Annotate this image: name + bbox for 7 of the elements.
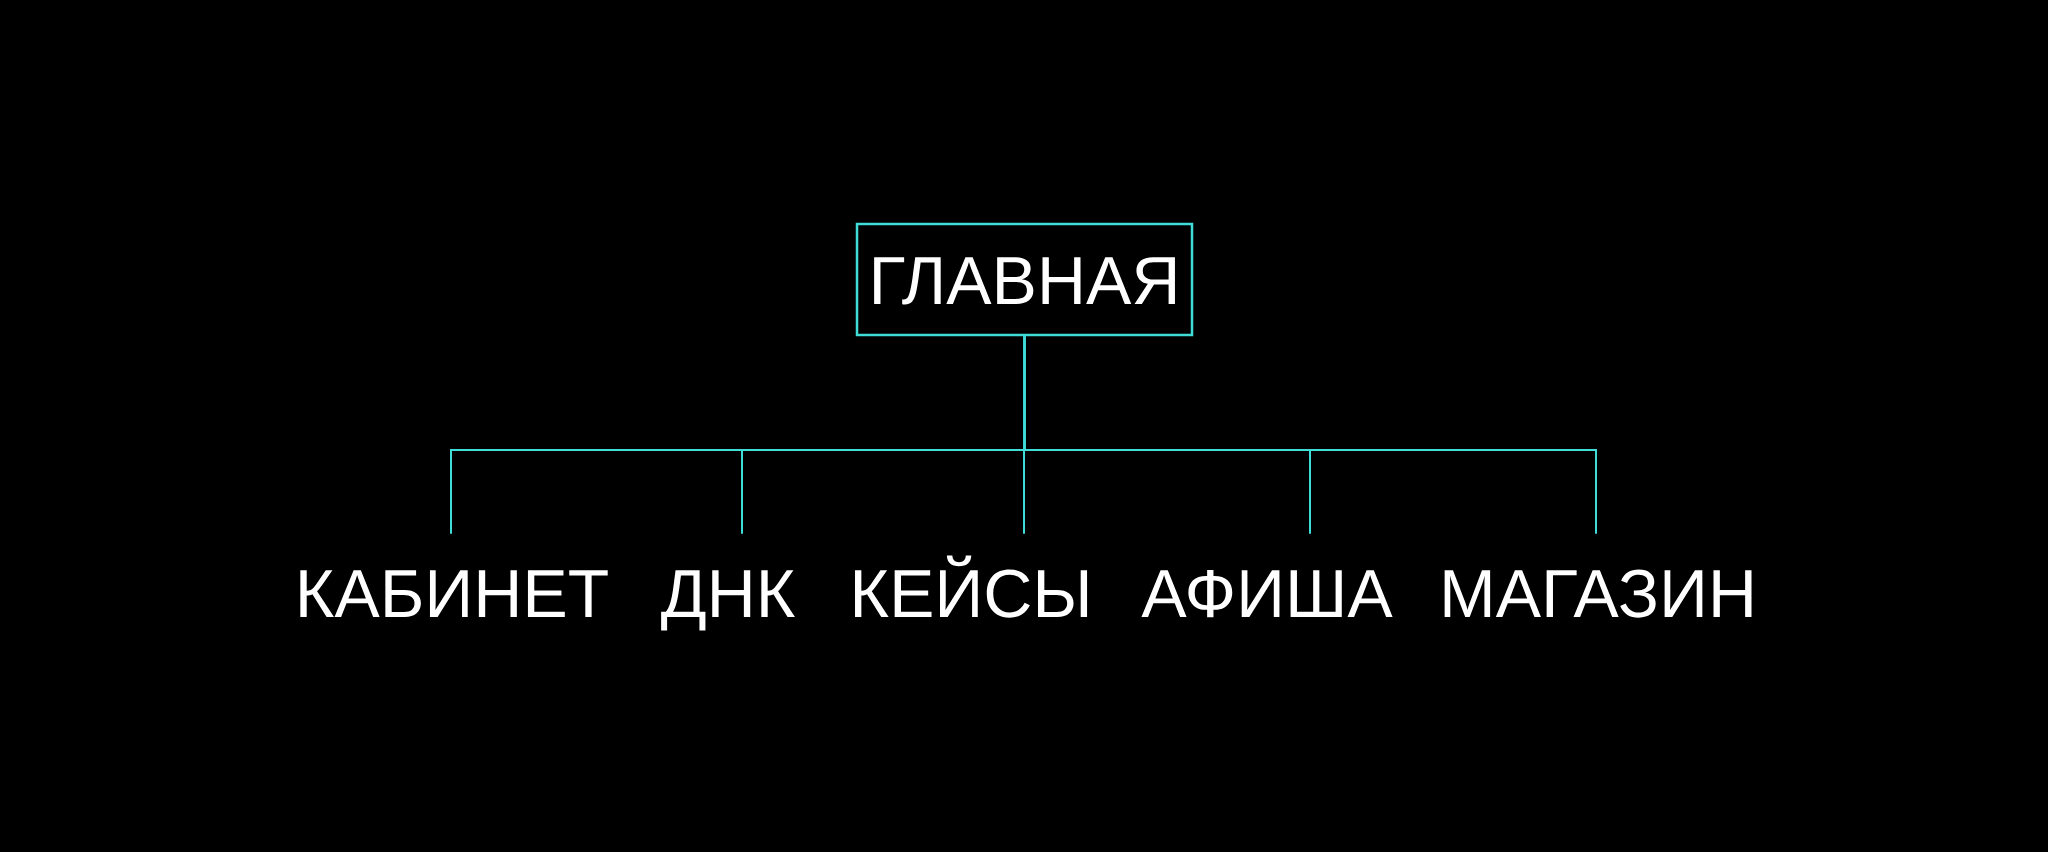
section-label: АФИША bbox=[1141, 569, 1393, 618]
menu-box: ГЛАВНАЯ bbox=[855, 222, 1194, 337]
connector-line bbox=[1023, 335, 1597, 535]
section-label: ДНК bbox=[661, 570, 795, 631]
section-label: КЕЙСЫ bbox=[855, 555, 1088, 618]
section-label: КАБИНЕТ bbox=[300, 570, 608, 617]
section-label: МАГАЗИН bbox=[1444, 569, 1752, 618]
